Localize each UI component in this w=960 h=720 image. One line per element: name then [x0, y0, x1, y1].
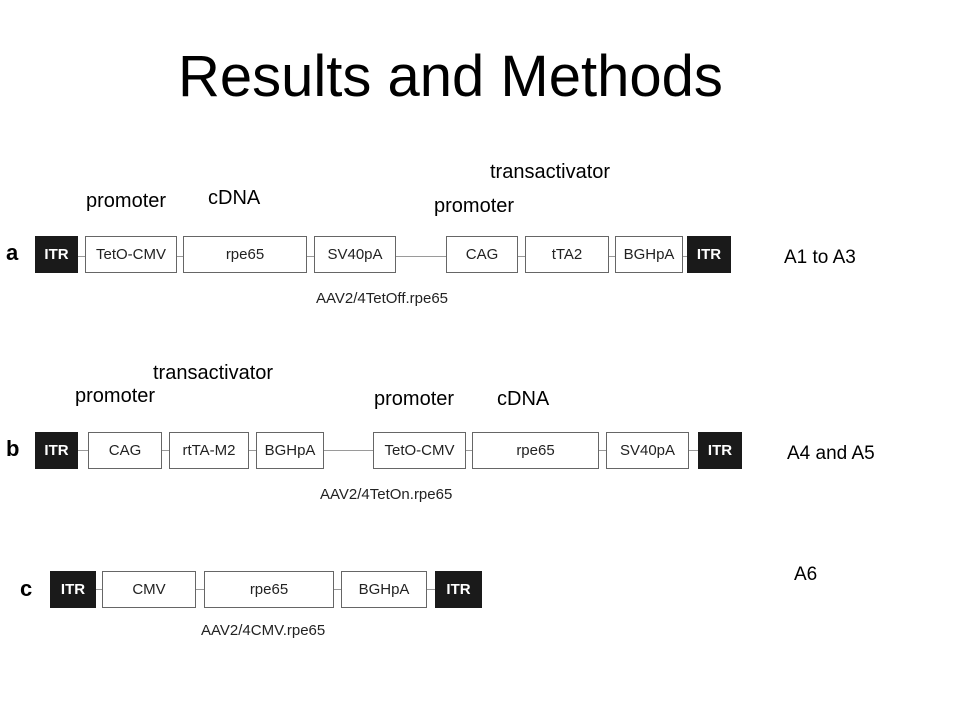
sv40pa-box-b: SV40pA [606, 432, 689, 469]
rpe65-box-a: rpe65 [183, 236, 307, 273]
bghpa-box-b: BGHpA [256, 432, 324, 469]
tta2-box-a: tTA2 [525, 236, 609, 273]
teto-cmv-box-b: TetO-CMV [373, 432, 466, 469]
itr-box-c-right: ITR [435, 571, 482, 608]
itr-box-b-right: ITR [698, 432, 742, 469]
side-label-a: A1 to A3 [784, 247, 856, 268]
row-letter-c: c [20, 576, 33, 601]
row-letter-b: b [6, 436, 20, 461]
bghpa-box-a: BGHpA [615, 236, 683, 273]
cmv-box-c: CMV [102, 571, 196, 608]
sv40pa-box-a: SV40pA [314, 236, 396, 273]
side-label-b: A4 and A5 [787, 443, 875, 464]
label-transactivator-b: transactivator [153, 362, 274, 384]
construct-name-b: AAV2/4TetOn.rpe65 [320, 486, 453, 503]
label-promoter-b2: promoter [374, 388, 455, 410]
label-promoter-a2: promoter [434, 195, 515, 217]
label-cdna-b: cDNA [497, 388, 550, 410]
cag-box-a: CAG [446, 236, 518, 273]
construct-name-c: AAV2/4CMV.rpe65 [201, 622, 326, 639]
teto-cmv-box-a: TetO-CMV [85, 236, 177, 273]
page-title: Results and Methods [178, 44, 723, 109]
label-cdna-a: cDNA [208, 187, 261, 209]
rpe65-box-b: rpe65 [472, 432, 599, 469]
itr-box-a-left: ITR [35, 236, 78, 273]
construct-name-a: AAV2/4TetOff.rpe65 [316, 290, 449, 307]
cag-box-b: CAG [88, 432, 162, 469]
label-promoter-b1: promoter [75, 385, 156, 407]
bghpa-box-c: BGHpA [341, 571, 427, 608]
rttam2-box-b: rtTA-M2 [169, 432, 249, 469]
itr-box-c-left: ITR [50, 571, 96, 608]
side-label-c: A6 [794, 564, 818, 585]
itr-box-b-left: ITR [35, 432, 78, 469]
rpe65-box-c: rpe65 [204, 571, 334, 608]
row-letter-a: a [6, 240, 19, 265]
label-promoter-a1: promoter [86, 190, 167, 212]
label-transactivator-a: transactivator [490, 161, 611, 183]
itr-box-a-right: ITR [687, 236, 731, 273]
